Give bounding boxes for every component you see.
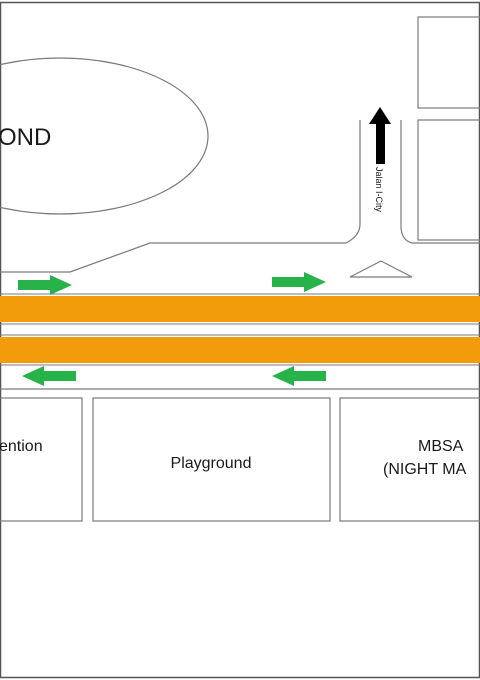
traffic-arrow-west-2 (272, 366, 326, 386)
traffic-arrow-east-1 (18, 275, 72, 295)
building-mbsa (339, 397, 480, 522)
convention-label: ention (0, 438, 43, 455)
road-name-label: Jalan I-City (374, 167, 384, 213)
lane-upper-orange (0, 296, 480, 322)
exit-arrow-north (369, 107, 391, 164)
pond-label: OND (0, 124, 51, 151)
road-upper-edge (0, 120, 361, 273)
traffic-arrow-east-2 (272, 272, 326, 292)
building-top-right (417, 16, 480, 109)
traffic-island (349, 260, 413, 278)
pond-area (0, 57, 209, 215)
traffic-arrow-west-1 (22, 366, 76, 386)
lane-lower-orange (0, 337, 480, 363)
building-mid-right (417, 119, 480, 241)
playground-label: Playground (171, 455, 252, 472)
mbsa-label-line2: (NIGHT MA (383, 461, 467, 478)
side-road-right-edge (400, 120, 480, 244)
building-playground (92, 397, 331, 522)
mbsa-label-line1: MBSA (418, 438, 464, 455)
building-convention (0, 397, 83, 522)
